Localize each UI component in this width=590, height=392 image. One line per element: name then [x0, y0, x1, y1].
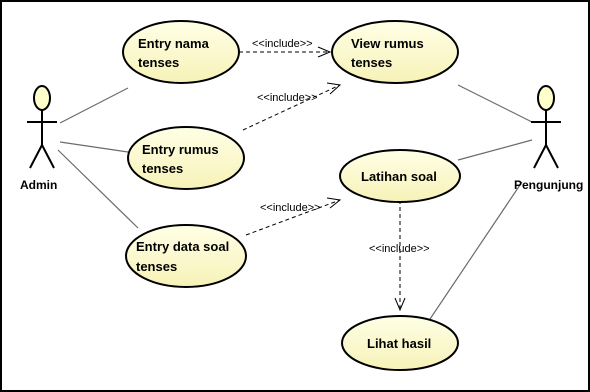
usecase-view-rumus-tenses[interactable]: View rumus tenses: [331, 20, 459, 84]
include-label-4: <<include>>: [369, 243, 430, 255]
include-entry-soal-latihan: [245, 199, 341, 236]
include-entry-rumus-view: [242, 84, 341, 131]
usecase-lihat-hasil[interactable]: Lihat hasil: [341, 315, 459, 371]
arrowhead-lihat: [394, 297, 406, 312]
assoc-latihan-visitor: [457, 139, 533, 161]
assoc-admin-entry-rumus: [59, 141, 129, 153]
arrowhead-view-2: [326, 82, 342, 95]
usecase-label-line1: Latihan soal: [361, 169, 437, 184]
actor-pengunjung-label: Pengunjung: [514, 178, 583, 192]
actor-admin-label: Admin: [20, 178, 57, 192]
include-label-1: <<include>>: [252, 38, 313, 50]
arrowhead-view-1: [317, 46, 332, 58]
associations: [57, 84, 533, 326]
assoc-view-visitor: [457, 84, 533, 123]
usecase-label-line2: tenses: [142, 161, 183, 176]
usecase-label-line1: View rumus: [351, 36, 424, 51]
usecase-label-line2: tenses: [351, 55, 392, 70]
include-label-3: <<include>>: [260, 202, 321, 214]
usecase-label-line2: tenses: [136, 259, 177, 274]
actor-head-icon: [537, 85, 555, 111]
actor-admin[interactable]: [27, 85, 57, 169]
usecase-label-line1: Lihat hasil: [367, 336, 431, 351]
assoc-lihat-visitor: [425, 181, 523, 326]
include-arrowheads: [317, 46, 406, 312]
arrowhead-latihan: [326, 197, 342, 209]
assoc-admin-entry-nama: [59, 87, 129, 124]
usecase-label-line1: Entry nama: [138, 36, 210, 51]
include-dependencies: [239, 51, 401, 308]
usecase-label-line1: Entry data soal: [136, 239, 229, 254]
include-label-2: <<include>>: [257, 92, 318, 104]
usecase-entry-rumus-tenses[interactable]: Entry rumus tenses: [127, 126, 245, 190]
usecase-entry-nama-tenses[interactable]: Entry nama tenses: [122, 20, 240, 84]
usecase-label-line1: Entry rumus: [142, 142, 219, 157]
usecase-label-line2: tenses: [138, 55, 179, 70]
usecase-latihan-soal[interactable]: Latihan soal: [339, 149, 461, 203]
usecase-entry-data-soal-tenses[interactable]: Entry data soal tenses: [125, 224, 247, 288]
actor-pengunjung[interactable]: [531, 85, 561, 169]
actor-head-icon: [33, 85, 51, 111]
assoc-admin-entry-soal: [57, 149, 139, 229]
